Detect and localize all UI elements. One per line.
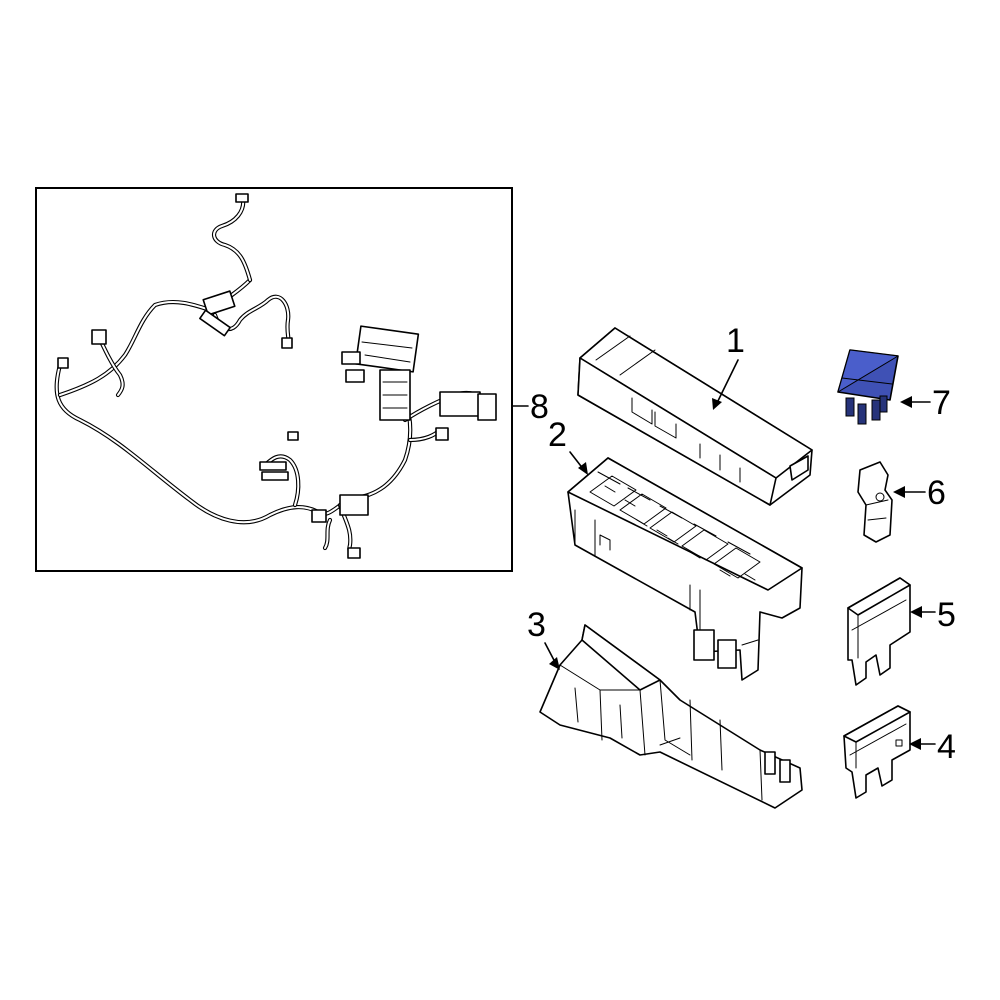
callout-2: 2 xyxy=(548,416,567,454)
callout-1: 1 xyxy=(726,322,745,360)
fuse-maxi-part[interactable]: 5 xyxy=(847,577,956,686)
fuse-box-part[interactable]: 2 xyxy=(548,416,803,681)
cover-leader-line xyxy=(715,359,739,406)
relay-pin xyxy=(857,403,867,425)
harness-part[interactable]: 8 xyxy=(35,187,549,572)
fuse-mini-part[interactable]: 4 xyxy=(843,705,956,799)
harness-wires xyxy=(54,195,488,556)
callout-6: 6 xyxy=(927,474,946,512)
relay-pin xyxy=(871,399,881,421)
relay-pin xyxy=(879,395,888,413)
callout-3: 3 xyxy=(527,606,546,644)
callout-5: 5 xyxy=(937,596,956,634)
relay-pin xyxy=(845,397,855,417)
callout-4: 4 xyxy=(937,728,956,766)
callout-7: 7 xyxy=(932,384,951,422)
cover-part[interactable]: 1 xyxy=(577,322,813,506)
clip-part[interactable]: 6 xyxy=(857,461,946,543)
bracket-part[interactable]: 3 xyxy=(527,606,803,809)
harness-connectors xyxy=(57,193,497,559)
relay-top xyxy=(837,349,899,393)
callout-8: 8 xyxy=(530,388,549,426)
harness-inset-frame xyxy=(35,187,513,572)
relay-part[interactable]: 7 xyxy=(837,349,951,425)
